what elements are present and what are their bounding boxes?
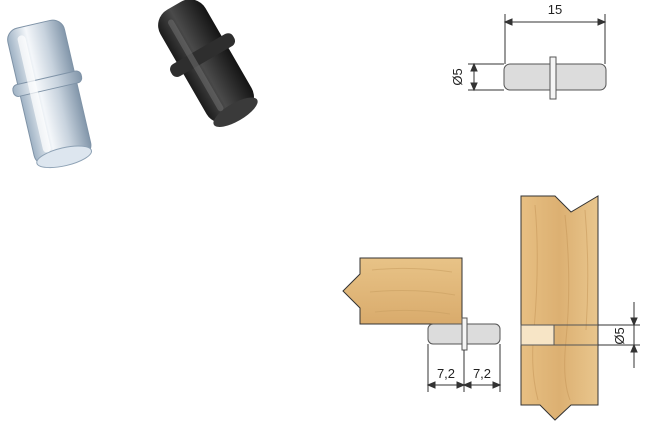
shelf-board	[342, 257, 463, 325]
right-half-label: 7,2	[473, 366, 491, 381]
plastic-pin-photo	[158, 0, 258, 127]
pin-half-dimensions	[426, 344, 502, 392]
pin-diameter-label: Ø5	[450, 68, 465, 85]
pin-length-label: 15	[548, 2, 562, 17]
metal-pin-photo	[7, 19, 92, 169]
left-half-label: 7,2	[437, 366, 455, 381]
hole-diameter-dimension	[598, 302, 640, 368]
pin-dimension-drawing	[468, 14, 607, 100]
hole-diameter-label: Ø5	[612, 327, 627, 344]
cabinet-side-panel	[520, 195, 599, 421]
